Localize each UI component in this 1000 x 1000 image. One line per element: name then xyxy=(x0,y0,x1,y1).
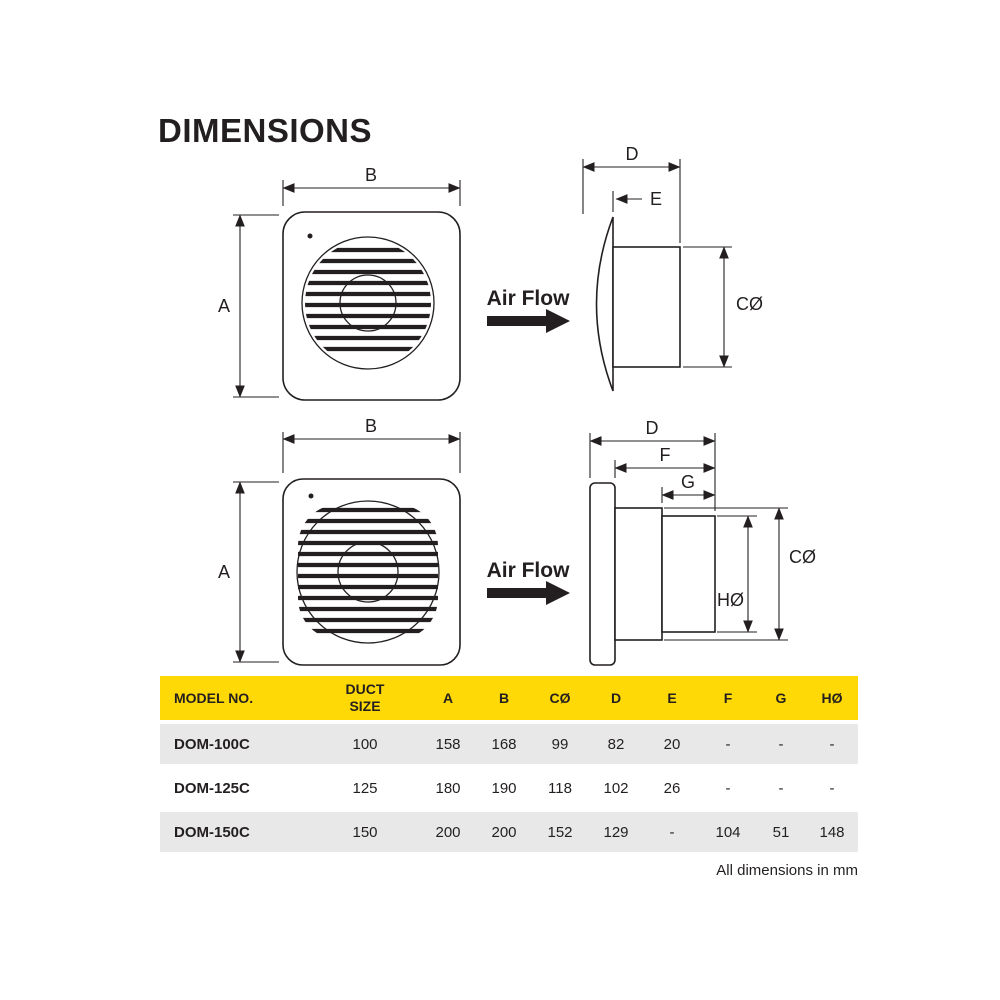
air-flow-top: Air Flow xyxy=(487,287,570,333)
dimension-f-bottom: F xyxy=(614,445,716,478)
air-flow-bottom: Air Flow xyxy=(487,559,570,605)
cell-c: 99 xyxy=(532,724,588,764)
cell-d: 82 xyxy=(588,724,644,764)
cell-a: 158 xyxy=(420,724,476,764)
dimension-c-top: CØ xyxy=(683,246,763,368)
cell-h: - xyxy=(806,768,858,808)
dim-label-d-bottom: D xyxy=(646,418,659,438)
cell-h: - xyxy=(806,724,858,764)
fan-body-side xyxy=(614,507,663,641)
fan-duct-side xyxy=(612,246,681,368)
dimension-g-bottom: G xyxy=(661,472,716,503)
grille-hub-ring xyxy=(337,541,399,603)
header-model-no: MODEL NO. xyxy=(160,676,310,720)
header-a: A xyxy=(420,676,476,720)
air-flow-arrow-top xyxy=(487,309,570,333)
dimension-diagrams: B A Air Flow D E xyxy=(218,144,816,666)
cell-model: DOM-125C xyxy=(160,768,310,808)
cell-f: - xyxy=(700,724,756,764)
header-e: E xyxy=(644,676,700,720)
fan-grille-louvers xyxy=(305,247,431,352)
cell-c: 118 xyxy=(532,768,588,808)
fan-grille-louvers xyxy=(298,507,438,634)
cell-e: 26 xyxy=(644,768,700,808)
air-flow-label-top: Air Flow xyxy=(487,287,570,310)
cell-c: 152 xyxy=(532,812,588,852)
screw-hole xyxy=(308,493,314,499)
cell-model: DOM-150C xyxy=(160,812,310,852)
table-row-dom-100c: DOM-100C 100 158 168 99 82 20 - - - xyxy=(160,724,858,764)
page-title: DIMENSIONS xyxy=(158,112,373,149)
header-h: HØ xyxy=(806,676,858,720)
grille-hub-ring xyxy=(339,274,397,332)
fan-side-view-top: D E CØ xyxy=(582,144,763,392)
dimensions-table: MODEL NO. DUCT SIZE A B CØ D E F G HØ DO… xyxy=(160,672,858,856)
header-f: F xyxy=(700,676,756,720)
cell-f: - xyxy=(700,768,756,808)
cell-b: 190 xyxy=(476,768,532,808)
dim-label-c-top: CØ xyxy=(736,294,763,314)
cell-f: 104 xyxy=(700,812,756,852)
header-duct-size: DUCT SIZE xyxy=(310,676,420,720)
dimension-b-bottom: B xyxy=(282,416,461,473)
dim-label-a-top: A xyxy=(218,296,230,316)
cell-e: - xyxy=(644,812,700,852)
dim-label-a-bottom: A xyxy=(218,562,230,582)
fan-housing xyxy=(282,478,461,666)
table-row-dom-125c: DOM-125C 125 180 190 118 102 26 - - - xyxy=(160,768,858,808)
dimension-c-bottom: CØ xyxy=(664,507,816,641)
cell-d: 129 xyxy=(588,812,644,852)
dimension-a-bottom: A xyxy=(218,481,279,663)
cell-b: 168 xyxy=(476,724,532,764)
fan-front-view-top xyxy=(282,211,461,401)
air-flow-label-bottom: Air Flow xyxy=(487,559,570,582)
cell-duct-size: 150 xyxy=(310,812,420,852)
cell-d: 102 xyxy=(588,768,644,808)
cell-b: 200 xyxy=(476,812,532,852)
dimension-e-top: E xyxy=(612,189,662,212)
header-b: B xyxy=(476,676,532,720)
dim-label-c-bottom: CØ xyxy=(789,547,816,567)
cell-g: 51 xyxy=(756,812,806,852)
cell-model: DOM-100C xyxy=(160,724,310,764)
header-g: G xyxy=(756,676,806,720)
grille-outer-ring xyxy=(296,500,440,644)
fan-front-view-bottom xyxy=(282,478,461,666)
cell-e: 20 xyxy=(644,724,700,764)
fan-side-view-bottom: D F G CØ HØ xyxy=(589,418,816,666)
dim-label-h-bottom: HØ xyxy=(717,590,744,610)
table-row-dom-150c: DOM-150C 150 200 200 152 129 - 104 51 14… xyxy=(160,812,858,852)
cell-duct-size: 100 xyxy=(310,724,420,764)
fan-spigot-side xyxy=(661,515,716,633)
cell-g: - xyxy=(756,724,806,764)
header-d: D xyxy=(588,676,644,720)
cell-duct-size: 125 xyxy=(310,768,420,808)
cell-a: 180 xyxy=(420,768,476,808)
header-c: CØ xyxy=(532,676,588,720)
cell-a: 200 xyxy=(420,812,476,852)
table-header-row: MODEL NO. DUCT SIZE A B CØ D E F G HØ xyxy=(160,676,858,720)
dim-label-g-bottom: G xyxy=(681,472,695,492)
dim-label-e-top: E xyxy=(650,189,662,209)
dim-label-d-top: D xyxy=(626,144,639,164)
screw-hole xyxy=(307,233,313,239)
dimension-h-bottom: HØ xyxy=(717,515,757,633)
fan-plate-side xyxy=(589,482,616,666)
air-flow-arrow-bottom xyxy=(487,581,570,605)
fan-flange-side xyxy=(595,216,614,392)
grille-outer-ring xyxy=(301,236,435,370)
dimensions-unit-note: All dimensions in mm xyxy=(716,862,858,879)
dimension-a-top: A xyxy=(218,214,279,398)
dimension-d-top: D xyxy=(582,144,681,243)
dimension-b-top: B xyxy=(282,165,461,206)
dim-label-b-bottom: B xyxy=(365,416,377,436)
cell-h: 148 xyxy=(806,812,858,852)
cell-g: - xyxy=(756,768,806,808)
dim-label-f-bottom: F xyxy=(660,445,671,465)
dim-label-b-top: B xyxy=(365,165,377,185)
